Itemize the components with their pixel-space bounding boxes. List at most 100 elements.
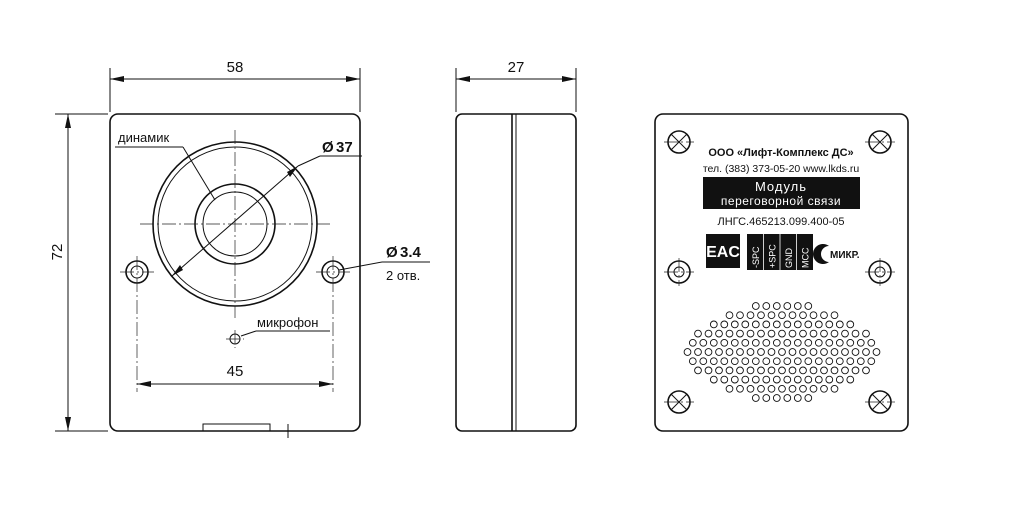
grille-hole <box>725 348 734 356</box>
grille-hole <box>720 357 729 366</box>
grille-hole <box>741 357 750 366</box>
grille-hole <box>751 394 760 402</box>
grille-hole <box>793 394 802 402</box>
side-view: 27 <box>455 59 577 432</box>
grille-hole <box>772 394 781 402</box>
grille-hole <box>715 366 723 375</box>
mounting-hole-left <box>120 256 154 392</box>
grille-hole <box>814 338 823 347</box>
grille-hole <box>851 329 860 338</box>
grille-hole <box>804 394 813 402</box>
speaker-diameter-value: 37 <box>336 139 353 156</box>
grille-hole <box>730 320 739 329</box>
grille-hole <box>788 384 797 393</box>
grille-hole <box>841 329 849 338</box>
pin-2: +SPC <box>768 244 778 268</box>
grille-hole <box>688 357 697 366</box>
hole-diameter-symbol: Ø <box>386 244 398 261</box>
grille-hole <box>772 338 781 347</box>
grille-hole <box>783 302 792 310</box>
grille-hole <box>825 338 834 347</box>
grille-hole <box>788 366 797 375</box>
grille-hole <box>746 329 755 338</box>
grille-hole <box>778 311 786 320</box>
grille-hole <box>709 338 718 347</box>
grille-hole <box>736 366 744 375</box>
grille-hole <box>804 357 813 366</box>
label-company: ООО «Лифт-Комплекс ДС» <box>708 147 853 159</box>
grille-hole <box>778 384 786 393</box>
grille-hole <box>709 375 718 384</box>
grille-hole <box>767 366 776 375</box>
grille-hole <box>804 320 813 329</box>
grille-hole <box>783 375 792 384</box>
grille-hole <box>772 375 781 384</box>
grille-hole <box>835 375 844 384</box>
label-microphone: микрофон <box>257 315 318 330</box>
holes-count: 2 отв. <box>386 268 420 283</box>
grille-hole <box>820 348 828 356</box>
grille-hole <box>856 338 865 347</box>
front-view: Ø 37 динамик Ø 3.4 2 отв. <box>49 59 430 438</box>
speaker-diameter-symbol: Ø <box>322 139 334 156</box>
grille-hole <box>751 338 760 347</box>
grille-hole <box>820 311 828 320</box>
grille-hole <box>767 348 776 356</box>
grille-hole <box>720 375 729 384</box>
label-contacts: тел. (383) 373-05-20 www.lkds.ru <box>703 163 860 175</box>
grille-hole <box>793 375 802 384</box>
grille-hole <box>835 320 844 329</box>
speaker <box>140 130 330 318</box>
grille-hole <box>778 348 786 356</box>
grille-hole <box>788 311 797 320</box>
label-product-line1: Модуль <box>755 179 807 194</box>
grille-hole <box>788 348 797 356</box>
grille-hole <box>862 329 870 338</box>
screw-mid-right <box>865 258 895 286</box>
brand-name: МИКР. <box>830 250 860 261</box>
grille-hole <box>809 329 818 338</box>
grille-hole <box>746 384 755 393</box>
dim-holes-spacing: 45 <box>227 363 244 380</box>
grille-hole <box>720 338 729 347</box>
grille-hole <box>809 348 818 356</box>
grille-hole <box>846 338 855 347</box>
screw-bottom-left <box>664 390 694 414</box>
grille-hole <box>820 329 828 338</box>
grille-hole <box>767 311 776 320</box>
grille-hole <box>709 357 718 366</box>
grille-hole <box>820 384 828 393</box>
grille-hole <box>799 384 807 393</box>
grille-hole <box>814 320 823 329</box>
grille-hole <box>846 375 855 384</box>
grille-hole <box>704 348 713 356</box>
grille-hole <box>688 338 697 347</box>
grille-hole <box>704 366 713 375</box>
grille-hole <box>841 366 849 375</box>
grille-hole <box>799 329 807 338</box>
grille-hole <box>835 357 844 366</box>
microphone <box>226 330 244 348</box>
screw-top-left <box>664 130 694 154</box>
label-part-number: ЛНГС.465213.099.400-05 <box>717 216 844 228</box>
grille-hole <box>872 348 881 356</box>
grille-hole <box>694 366 702 375</box>
grille-hole <box>851 366 860 375</box>
screw-bottom-right <box>865 390 895 414</box>
pin-1: -SPC <box>751 246 761 268</box>
grille-hole <box>762 375 771 384</box>
grille-hole <box>783 338 792 347</box>
grille-hole <box>720 320 729 329</box>
grille-hole <box>809 366 818 375</box>
grille-hole <box>767 329 776 338</box>
grille-hole <box>741 320 750 329</box>
grille-hole <box>867 338 876 347</box>
grille-hole <box>862 348 870 356</box>
grille-hole <box>846 320 855 329</box>
grille-hole <box>746 366 755 375</box>
grille-hole <box>799 366 807 375</box>
back-body-outline <box>654 113 909 432</box>
grille-hole <box>783 357 792 366</box>
grille-hole <box>783 394 792 402</box>
grille-hole <box>762 302 771 310</box>
